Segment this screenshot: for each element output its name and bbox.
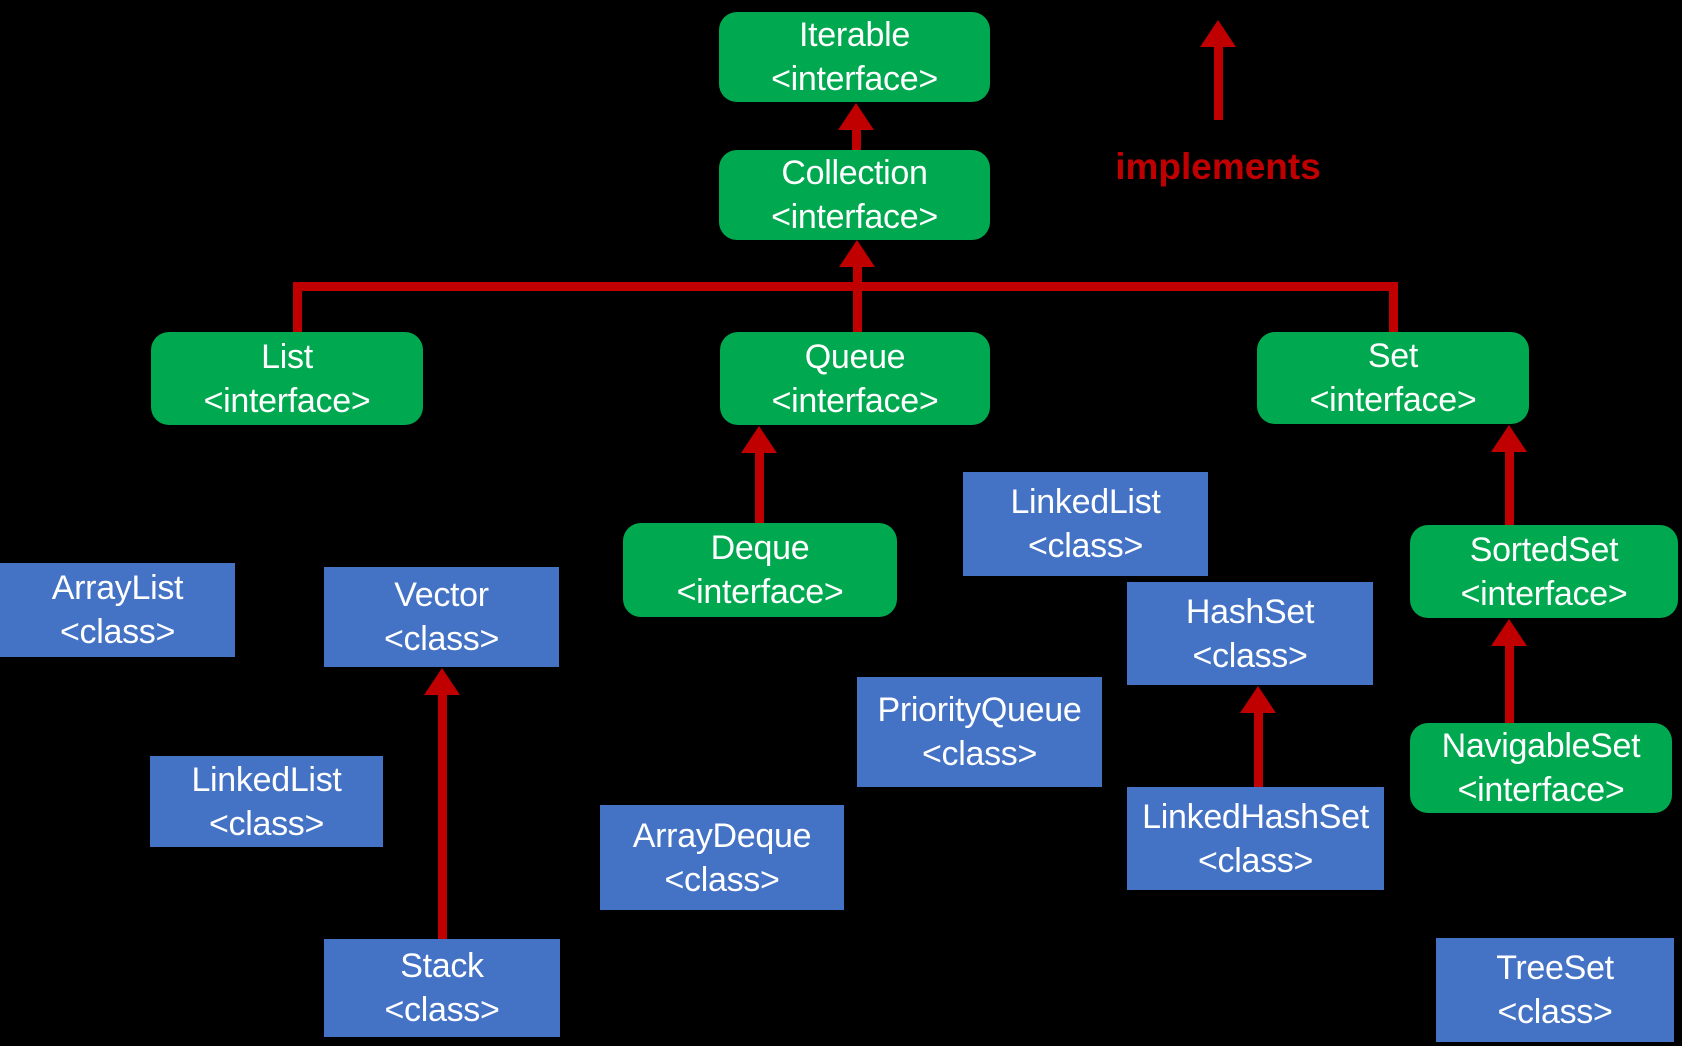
node-label: Queue (804, 337, 906, 376)
node-label: HashSet (1185, 592, 1315, 631)
node-label: ArrayList (51, 569, 184, 607)
node-label: LinkedList (1010, 483, 1161, 521)
arrow-deque-to-queue (741, 426, 777, 523)
node-stereotype: <class> (384, 991, 500, 1029)
node-stack: Stack <class> (324, 939, 560, 1037)
node-stereotype: <class> (59, 613, 176, 651)
node-deque: Deque <interface> (623, 523, 897, 617)
node-label: ArrayDeque (632, 816, 812, 855)
connector-drop-list (293, 282, 302, 332)
connector-horizontal-line (293, 282, 1398, 291)
node-sortedset: SortedSet <interface> (1410, 525, 1678, 618)
arrowhead-icon (424, 668, 460, 695)
arrow-branches-to-collection (839, 240, 875, 291)
node-stereotype: <interface> (676, 573, 844, 611)
node-stereotype: <class> (664, 860, 780, 899)
node-stereotype: <interface> (203, 381, 371, 420)
node-vector: Vector <class> (324, 567, 559, 667)
connector-drop-set (1389, 282, 1398, 332)
node-label: SortedSet (1469, 530, 1619, 569)
node-collection: Collection <interface> (719, 150, 990, 240)
node-set: Set <interface> (1257, 332, 1529, 424)
node-list: List <interface> (151, 332, 423, 425)
node-queue: Queue <interface> (720, 332, 990, 425)
node-label: Deque (710, 529, 810, 567)
node-label: List (261, 337, 313, 376)
arrow-collection-to-iterable (838, 103, 874, 150)
node-stereotype: <interface> (771, 381, 939, 420)
node-stereotype: <class> (921, 735, 1038, 773)
node-priorityqueue: PriorityQueue <class> (857, 677, 1102, 787)
node-label: Vector (394, 576, 489, 614)
arrow-sortedset-to-set (1491, 425, 1527, 525)
node-arraydeque: ArrayDeque <class> (600, 805, 844, 910)
node-stereotype: <class> (1027, 527, 1144, 565)
node-label: TreeSet (1496, 949, 1614, 987)
arrow-implements-legend (1200, 20, 1236, 120)
arrow-linkedhashset-to-hashset (1240, 686, 1276, 787)
node-stereotype: <class> (1192, 636, 1308, 675)
node-stereotype: <interface> (1460, 574, 1628, 613)
node-linkedlist-queue: LinkedList <class> (963, 472, 1208, 576)
node-label: LinkedHashSet (1142, 797, 1369, 836)
legend-implements-label: implements (1115, 146, 1321, 187)
node-stereotype: <class> (1497, 993, 1613, 1031)
arrowhead-icon (838, 103, 874, 130)
arrow-navigableset-to-sortedset (1491, 619, 1527, 723)
arrow-stack-to-vector (424, 668, 460, 939)
arrowhead-icon (1200, 20, 1236, 47)
arrowhead-icon (839, 240, 875, 267)
arrowhead-icon (741, 426, 777, 453)
node-label: Collection (781, 154, 928, 192)
node-stereotype: <interface> (771, 198, 938, 236)
arrowhead-icon (1491, 619, 1527, 646)
connector-drop-queue (853, 282, 862, 332)
node-label: NavigableSet (1441, 727, 1641, 765)
node-treeset: TreeSet <class> (1436, 938, 1674, 1042)
node-hashset: HashSet <class> (1127, 582, 1373, 685)
node-label: Set (1367, 337, 1419, 375)
node-navigableset: NavigableSet <interface> (1410, 723, 1672, 813)
node-stereotype: <class> (1197, 841, 1314, 880)
node-stereotype: <class> (208, 804, 325, 843)
node-stereotype: <interface> (1457, 771, 1625, 809)
node-label: PriorityQueue (877, 691, 1082, 729)
node-stereotype: <interface> (771, 60, 938, 98)
arrowhead-icon (1240, 686, 1276, 713)
node-linkedhashset: LinkedHashSet <class> (1127, 787, 1384, 890)
node-label: Iterable (798, 16, 910, 54)
node-iterable: Iterable <interface> (719, 12, 990, 102)
node-label: Stack (400, 947, 484, 985)
arrowhead-icon (1491, 425, 1527, 452)
node-stereotype: <class> (383, 620, 500, 658)
node-label: LinkedList (191, 760, 342, 799)
node-arraylist: ArrayList <class> (0, 563, 235, 657)
node-stereotype: <interface> (1309, 381, 1477, 419)
node-linkedlist-list: LinkedList <class> (150, 756, 383, 847)
